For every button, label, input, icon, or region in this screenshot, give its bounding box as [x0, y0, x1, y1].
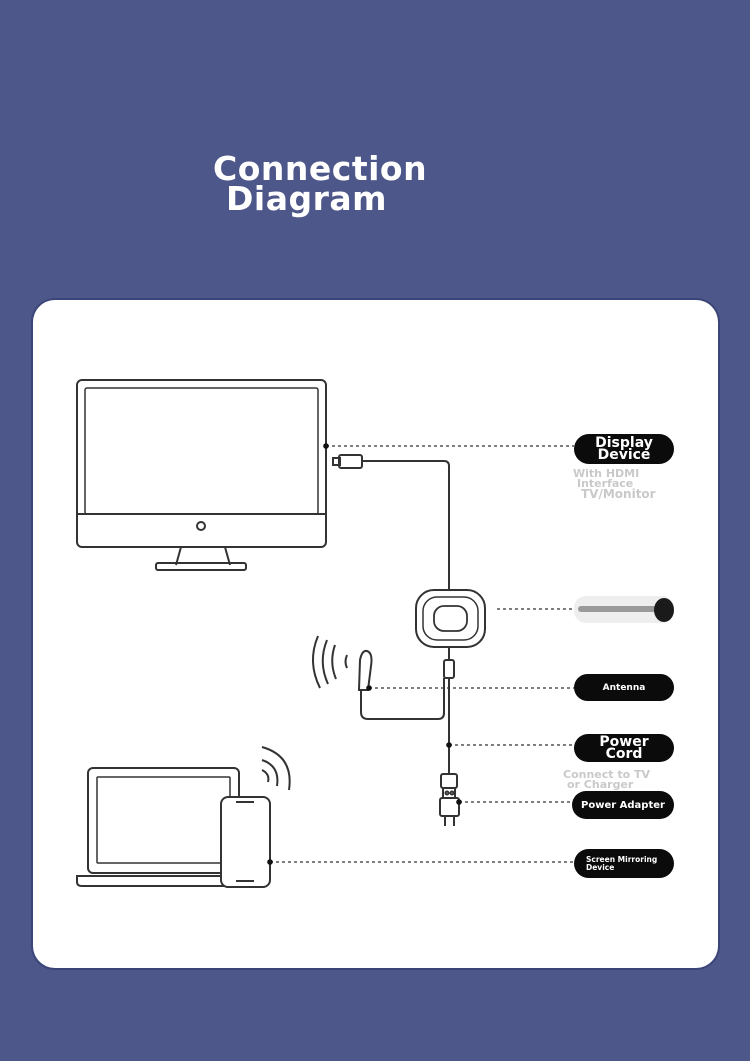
power-adapter-icon [439, 797, 460, 826]
leader-lines [270, 445, 574, 863]
label-power-cord: Power Cord [574, 734, 674, 762]
label-antenna: Antenna [574, 674, 674, 701]
label-display-device: Display Device [574, 434, 674, 464]
smartphone-icon [220, 796, 271, 888]
hdmi-plug-icon [332, 454, 450, 590]
power-cord-note: Connect to TV or Charger [563, 768, 651, 791]
tv-monitor-icon [76, 379, 327, 571]
wireless-dongle-icon [415, 589, 486, 774]
title-line-2: Diagram [226, 179, 388, 218]
label-power-adapter: Power Adapter [572, 791, 674, 819]
smeared-label-icon [574, 596, 674, 623]
wifi-signal-icon [261, 746, 291, 791]
usb-plug-icon [440, 773, 458, 799]
display-device-note: With HDMI Interface TV/Monitor [573, 467, 656, 501]
label-screen-mirroring-device: Screen Mirroring Device [574, 849, 674, 878]
title-line-1: Connection [213, 149, 428, 188]
antenna-icon [312, 635, 445, 720]
page-title: Connection Diagram [213, 152, 427, 218]
